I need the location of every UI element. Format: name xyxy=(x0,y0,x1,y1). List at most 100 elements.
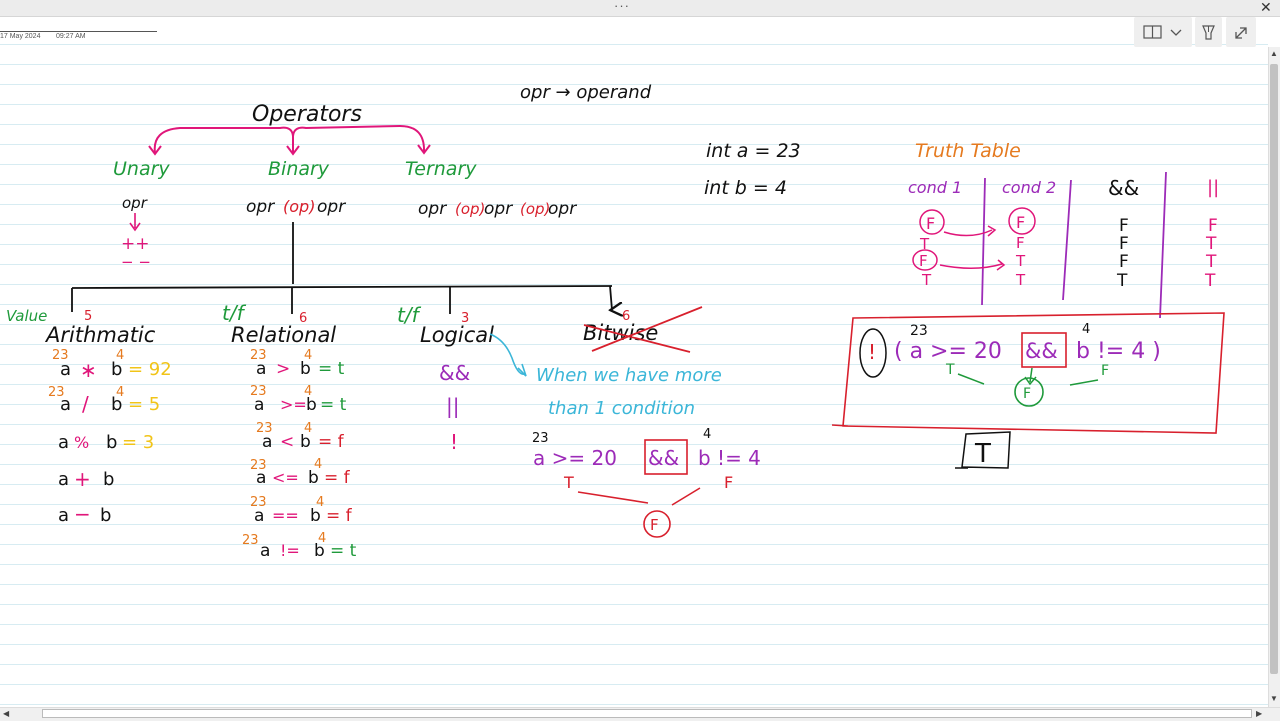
not-cond-b: b != 4 ) xyxy=(1076,339,1161,364)
truth-header-cond1: cond 1 xyxy=(908,178,962,197)
example-sup-b: 4 xyxy=(703,427,711,442)
operand-a: a xyxy=(58,432,69,453)
binary-form-right: opr xyxy=(317,197,346,217)
relational-row: 23 a != 4 b = t xyxy=(242,531,357,561)
operator: % xyxy=(74,433,89,452)
ternary-form-op2: (op) xyxy=(520,200,550,218)
truth-header-and: && xyxy=(1108,176,1139,200)
relational-row: 23 a >= 4 b = t xyxy=(250,384,347,415)
int-b-declaration: int b = 4 xyxy=(704,177,787,199)
arithmetic-row: a % b = 3 xyxy=(58,432,154,453)
count-bitwise: 6 xyxy=(622,309,630,324)
arithmetic-list: 23 a ∗ 4 b = 92 23 a / 4 b = 5 a % b = 3… xyxy=(48,348,172,526)
arithmetic-row: a − b xyxy=(58,502,111,526)
operand-a: a xyxy=(254,395,264,415)
svg-text:F: F xyxy=(919,252,928,270)
truth-row: T F F T xyxy=(919,234,1217,254)
operator: >= xyxy=(280,395,307,414)
sup-a: 23 xyxy=(250,495,267,510)
not-sup-a: 23 xyxy=(910,323,928,339)
sup-b: 4 xyxy=(314,457,322,472)
sup-b: 4 xyxy=(304,348,312,363)
final-result-box xyxy=(955,431,1011,469)
sup-a: 23 xyxy=(250,384,267,399)
binary-form-left: opr xyxy=(246,197,275,217)
expand-icon xyxy=(1235,27,1247,39)
note-canvas[interactable] xyxy=(0,17,1268,707)
close-icon[interactable]: ✕ xyxy=(1260,0,1272,15)
svg-text:T: T xyxy=(1116,271,1128,291)
decrement-operator: − − xyxy=(121,253,151,271)
sup-a: 23 xyxy=(52,348,69,363)
unary-down-arrow xyxy=(129,213,141,232)
operand-a: a xyxy=(260,541,270,561)
example-result-circle xyxy=(643,510,671,538)
svg-text:F: F xyxy=(1016,234,1025,252)
sup-a: 23 xyxy=(242,533,259,548)
scroll-down-button[interactable]: ▼ xyxy=(1270,694,1278,703)
sup-b: 4 xyxy=(318,531,326,546)
operator: ∗ xyxy=(80,358,97,382)
sup-a: 23 xyxy=(256,421,273,436)
operator: != xyxy=(280,541,300,560)
operand-a: a xyxy=(60,359,71,380)
example-cond-a: a >= 20 xyxy=(533,446,617,470)
result: = 3 xyxy=(122,432,154,453)
scroll-up-button[interactable]: ▲ xyxy=(1270,49,1278,58)
arithmetic-heading: Arithmatic xyxy=(44,323,156,347)
pen-button[interactable] xyxy=(1195,17,1222,47)
operand-a: a xyxy=(60,394,71,415)
truth-header-cond2: cond 2 xyxy=(1002,178,1056,197)
logical-note-line2: than 1 condition xyxy=(548,398,695,419)
value-label: Value xyxy=(6,307,47,325)
example-cond-b: b != 4 xyxy=(698,446,761,470)
window-menu-dots[interactable]: ··· xyxy=(614,0,630,13)
truth-table: cond 1 cond 2 && || F F F F T F F T F T … xyxy=(908,171,1219,319)
relational-row: 23 a < 4 b = f xyxy=(256,421,345,452)
binary-form-op: (op) xyxy=(283,197,315,216)
relational-row: 23 a == 4 b = f xyxy=(250,495,353,526)
not-and-box xyxy=(1021,332,1067,368)
logical-not: ! xyxy=(450,430,458,454)
example-true: T xyxy=(563,473,574,492)
page-time: 09:27 AM xyxy=(56,33,86,40)
operand-b: b xyxy=(106,432,117,453)
result: = t xyxy=(320,395,347,415)
panel-view-icon xyxy=(1143,25,1182,39)
logical-note-line1: When we have more xyxy=(536,365,722,386)
svg-text:F: F xyxy=(926,214,935,233)
operator: − xyxy=(74,502,91,526)
example-and-box xyxy=(644,439,688,475)
truth-row: T T T T xyxy=(921,271,1216,291)
expand-button[interactable] xyxy=(1226,17,1256,47)
result: = 5 xyxy=(128,394,160,415)
operand-b: b xyxy=(306,395,317,415)
example-result: F xyxy=(650,516,659,534)
logical-note-arrow xyxy=(489,333,526,375)
arithmetic-row: 23 a / 4 b = 5 xyxy=(48,385,160,416)
scroll-left-button[interactable]: ◀ xyxy=(3,709,10,718)
ternary-form-3: opr xyxy=(548,199,577,219)
operand-b: b xyxy=(111,359,122,380)
svg-text:F: F xyxy=(1119,216,1129,236)
not-mid-circle xyxy=(1014,377,1044,407)
unary-label: Unary xyxy=(113,158,170,180)
view-mode-button[interactable] xyxy=(1134,17,1192,47)
count-relational: 6 xyxy=(299,311,307,326)
tf-label-relational: t/f xyxy=(222,301,247,325)
result: = f xyxy=(326,506,353,526)
operand-a: a xyxy=(254,506,264,526)
vertical-scroll-thumb[interactable] xyxy=(1270,64,1278,674)
operator: <= xyxy=(272,468,299,487)
svg-text:T: T xyxy=(1205,252,1217,272)
operand-b: b xyxy=(308,468,319,488)
example-connectors xyxy=(577,487,701,506)
operand-b: b xyxy=(314,541,325,561)
example-false: F xyxy=(724,473,733,492)
svg-text:T: T xyxy=(1204,271,1216,291)
scroll-right-button[interactable]: ▶ xyxy=(1256,709,1263,718)
horizontal-scroll-thumb[interactable] xyxy=(42,709,1252,718)
not-symbol: ! xyxy=(868,340,876,364)
svg-text:T: T xyxy=(1015,271,1026,289)
arithmetic-row: a + b xyxy=(58,467,114,491)
